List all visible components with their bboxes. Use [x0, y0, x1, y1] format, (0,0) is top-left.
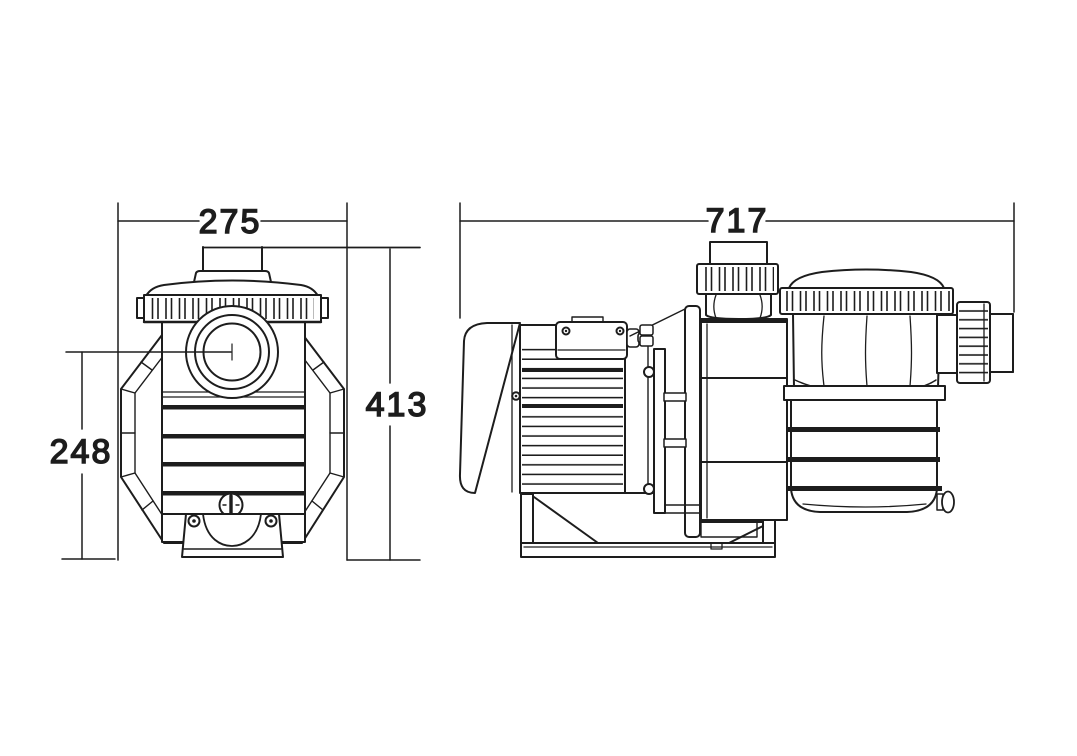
side-inlet-union — [696, 241, 779, 320]
side-view — [458, 241, 1014, 558]
front-base — [181, 513, 284, 558]
dim-label-front-height: 413 — [366, 386, 429, 424]
side-volute-body — [700, 318, 788, 538]
dim-label-front-width: 275 — [199, 203, 262, 241]
side-strainer-pot — [779, 268, 955, 514]
dimension-side-length: 717 — [459, 201, 1015, 241]
pot-drain-knob — [936, 490, 955, 514]
front-drain-plug — [218, 492, 244, 518]
front-view — [120, 246, 345, 558]
dimension-annotations: 275 717 413 248 — [49, 201, 1015, 561]
dim-label-inlet-height: 248 — [50, 433, 113, 471]
side-motor-body — [519, 324, 626, 494]
front-inlet-stub — [193, 246, 272, 283]
dimension-front-width: 275 — [117, 202, 348, 242]
side-outlet-union — [936, 301, 1014, 384]
dimension-inlet-height: 248 — [49, 351, 113, 560]
front-suction-port — [185, 305, 279, 399]
side-flange-assembly — [629, 305, 702, 538]
side-terminal-box — [555, 316, 647, 360]
dimension-front-height: 413 — [365, 248, 429, 561]
dim-label-side-length: 717 — [706, 202, 769, 240]
front-lid-dome — [145, 279, 319, 297]
side-fan-cover — [458, 322, 521, 494]
